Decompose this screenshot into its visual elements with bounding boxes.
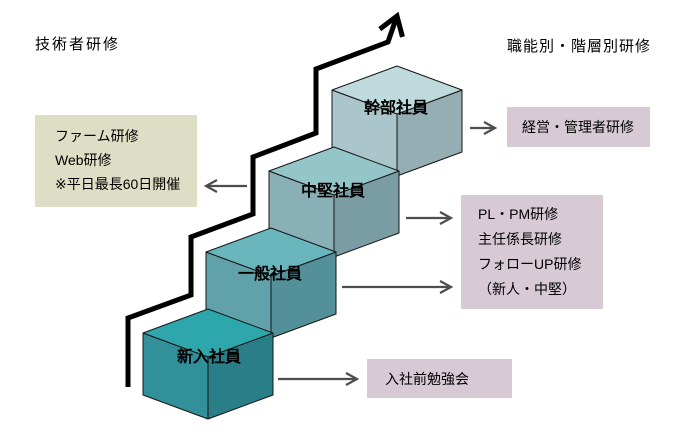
cube-top-face <box>268 146 400 196</box>
header-technical-training: 技術者研修 <box>35 36 121 53</box>
step-label-kanbu: 幹部社員 <box>364 98 428 117</box>
panel-line: PL・PM研修 <box>478 206 559 222</box>
step-cube-chuken: 中堅社員 <box>268 146 400 258</box>
panel-plpm-training: PL・PM研修 主任係長研修 フォローUP研修 （新人・中堅） <box>461 195 603 309</box>
panel-line: Web研修 <box>55 152 112 168</box>
panel-line: ※平日最長60日開催 <box>55 176 181 192</box>
panel-management-training: 経営・管理者研修 <box>507 107 650 147</box>
panel-line: 入社前勉強会 <box>385 370 469 387</box>
cube-top-face <box>142 308 274 358</box>
ascent-arrow <box>125 11 405 387</box>
header-functional-training: 職能別・階層別研修 <box>507 38 652 55</box>
panel-line: フォローUP研修 <box>478 256 582 272</box>
panel-technical-training: ファーム研修 Web研修 ※平日最長60日開催 <box>35 115 197 207</box>
cube-top-face <box>331 65 463 115</box>
step-cube-kanbu: 幹部社員 <box>331 65 463 177</box>
cube-top-face <box>205 227 337 277</box>
panel-line: （新人・中堅） <box>478 281 576 297</box>
panel-line: 主任係長研修 <box>478 231 562 247</box>
step-label-ippan: 一般社員 <box>238 264 302 283</box>
panel-pre-entry-study: 入社前勉強会 <box>367 359 512 398</box>
panel-line: ファーム研修 <box>55 128 139 144</box>
step-label-chuken: 中堅社員 <box>301 181 365 200</box>
step-label-shinnyu: 新入社員 <box>177 347 241 366</box>
panel-line: 経営・管理者研修 <box>522 119 634 135</box>
step-cube-shinnyu: 新入社員 <box>142 308 274 420</box>
